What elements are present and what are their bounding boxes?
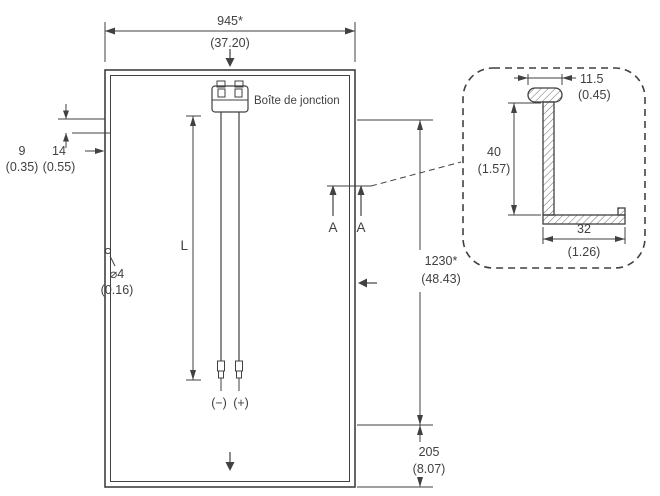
hole-dia-mm: ⌀4: [110, 267, 125, 281]
frame-width-inches: (0.35): [6, 160, 39, 174]
connector-negative-icon: [217, 360, 225, 391]
frame-height-dimension: 40 (1.57): [478, 102, 541, 216]
edge-offset-dimension: 14 (0.55): [43, 104, 76, 174]
height-dimension: 1230* (48.43): [357, 119, 461, 426]
bottom-orientation-arrow: [225, 452, 235, 471]
connector-negative-label: (−): [211, 396, 227, 410]
lip-width-mm: 11.5: [580, 72, 603, 86]
junction-box-label: Boîte de jonction: [254, 95, 340, 107]
cable-length-dimension: L: [180, 115, 201, 381]
height-dim-inches: (48.43): [421, 272, 461, 286]
flange-width-mm: 32: [577, 222, 591, 236]
panel-outline: [104, 69, 356, 488]
frame-flange: [542, 214, 626, 225]
connector-positive-label: (+): [233, 396, 249, 410]
section-label-left: A: [328, 220, 337, 235]
junction-box: [211, 80, 249, 113]
frame-wall: [542, 101, 555, 216]
frame-width-dimension: 9 (0.35): [6, 144, 105, 174]
offset-dim-inches: (0.55): [43, 160, 76, 174]
width-dimension: 945* (37.20): [104, 14, 356, 62]
mounting-hole-callout: ⌀4 (0.16): [101, 247, 134, 297]
offset-dim-mm: 14: [52, 144, 66, 158]
cables: [217, 112, 243, 391]
side-orientation-arrow: [358, 278, 377, 288]
bottom-offset-inches: (8.07): [413, 462, 446, 476]
frame-top-lip: [527, 87, 563, 103]
cable-length-label: L: [180, 238, 188, 253]
frame-height-inches: (1.57): [478, 162, 511, 176]
flange-width-dimension: 32 (1.26): [542, 222, 626, 259]
frame-profile: [527, 87, 626, 225]
frame-width-mm: 9: [19, 144, 26, 158]
hole-dia-inches: (0.16): [101, 283, 134, 297]
section-markers: A A: [327, 161, 462, 235]
flange-width-inches: (1.26): [568, 245, 601, 259]
section-label-right: A: [356, 220, 365, 235]
top-orientation-arrow: [225, 49, 235, 67]
width-dim-mm: 945*: [217, 14, 243, 28]
detail-leader-line: [370, 161, 462, 187]
frame-height-mm: 40: [487, 145, 501, 159]
bottom-offset-mm: 205: [419, 445, 440, 459]
bottom-offset-dimension: 205 (8.07): [357, 425, 446, 488]
height-dim-mm: 1230*: [425, 254, 458, 268]
frame-flange-lip: [617, 207, 626, 216]
corner-detail-lines: [58, 118, 111, 134]
detail-bubble: [462, 67, 646, 269]
detail-view: 11.5 (0.45) 40 (1.57) 32 (1.26): [462, 67, 646, 269]
lip-width-inches: (0.45): [578, 88, 611, 102]
mounting-hole-icon: [104, 247, 112, 255]
connector-positive-icon: [235, 360, 243, 391]
lip-width-dimension: 11.5 (0.45): [514, 72, 611, 102]
width-dim-inches: (37.20): [210, 36, 250, 50]
